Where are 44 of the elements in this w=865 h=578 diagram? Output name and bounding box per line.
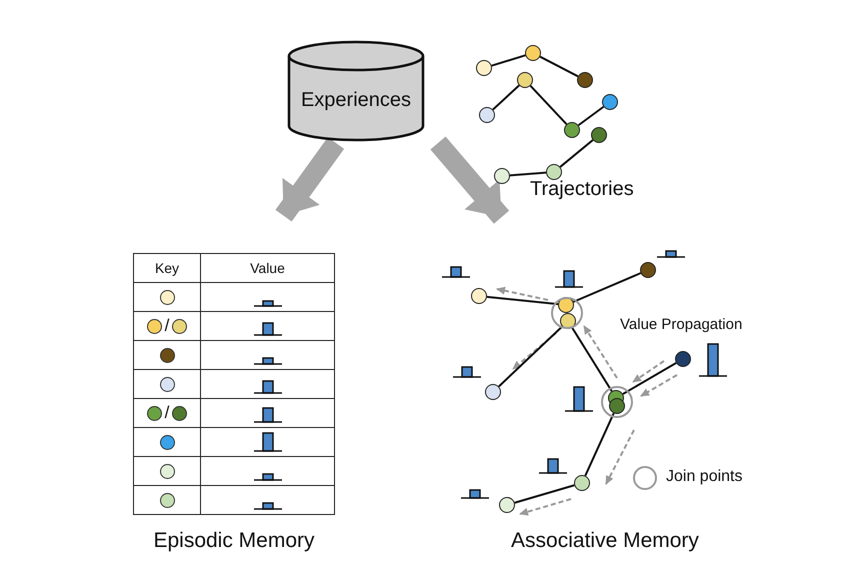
trajectory-link xyxy=(491,54,526,67)
section-caption: Associative Memory xyxy=(510,528,700,554)
trajectory-link xyxy=(572,272,642,303)
flow-arrow xyxy=(275,137,344,222)
memory-node xyxy=(485,384,501,400)
trajectory-node xyxy=(479,107,495,123)
table-header: Value xyxy=(200,254,334,282)
trajectory-link xyxy=(622,362,677,395)
propagation-label: Value Propagation xyxy=(620,316,742,333)
trajectory-link xyxy=(514,484,575,504)
trajectory-node xyxy=(564,122,580,138)
memory-node xyxy=(471,288,487,304)
memory-node xyxy=(640,262,656,278)
trajectory-link xyxy=(510,172,546,176)
separator-slash: / xyxy=(164,403,170,422)
flow-arrow xyxy=(430,136,510,224)
trajectory-node xyxy=(525,45,541,61)
section-caption: Episodic Memory xyxy=(152,528,316,554)
memory-node xyxy=(499,497,515,513)
trajectory-link xyxy=(530,85,568,125)
trajectory-node xyxy=(517,72,533,88)
trajectory-link xyxy=(492,84,520,110)
trajectory-link xyxy=(578,106,604,126)
cylinder-label: Experiences xyxy=(300,88,412,112)
trajectories-label: Trajectories xyxy=(530,178,634,201)
trajectory-node xyxy=(602,94,618,110)
trajectory-link xyxy=(498,326,563,388)
trajectory-link xyxy=(540,56,578,78)
database-cylinder xyxy=(287,40,425,142)
trajectory-node xyxy=(476,60,492,76)
table-header: Key xyxy=(134,254,200,282)
memory-node xyxy=(609,398,625,414)
trajectory-node xyxy=(546,164,562,180)
legend-label: Join points xyxy=(666,468,742,486)
memory-node xyxy=(675,351,691,367)
trajectory-node xyxy=(494,168,510,184)
trajectory-link xyxy=(584,412,615,476)
trajectory-link xyxy=(486,296,558,306)
trajectory-link xyxy=(560,139,594,168)
memory-node xyxy=(574,475,590,491)
trajectory-link xyxy=(571,327,613,392)
separator-slash: / xyxy=(164,316,170,335)
trajectory-node xyxy=(591,127,607,143)
trajectory-node xyxy=(577,72,593,88)
